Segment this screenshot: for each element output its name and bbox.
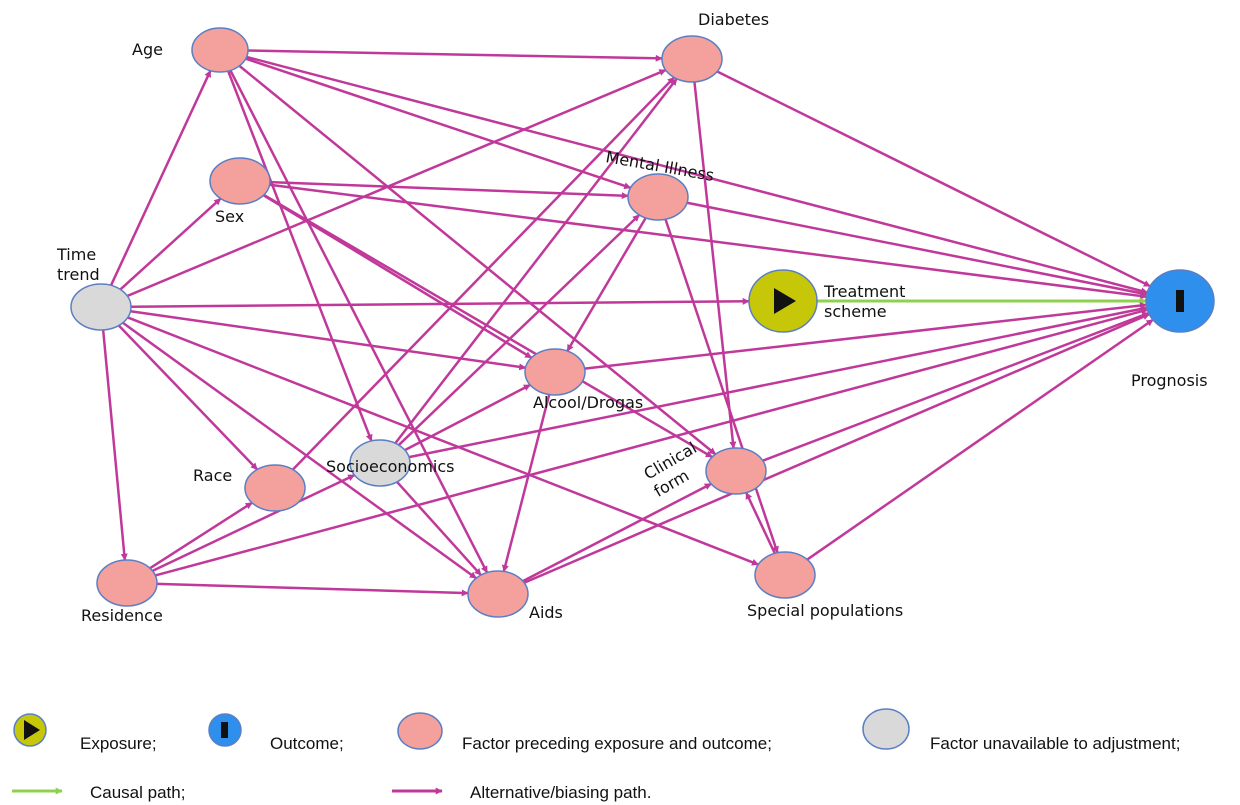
edge-residence-to-aids <box>156 582 469 597</box>
node-residence <box>96 559 158 607</box>
edge-residence-to-race <box>149 501 253 570</box>
node-age <box>191 27 249 73</box>
node-alcool <box>524 348 586 396</box>
node-sex <box>209 157 271 205</box>
legend-causal-label: Causal path; <box>90 783 185 802</box>
edge-special-to-clinical <box>745 491 776 554</box>
edge-age-to-clinical <box>238 64 717 456</box>
node-label-aids: Aids <box>529 603 563 622</box>
edge-time-to-race <box>117 324 259 471</box>
node-label-special: Special populations <box>747 601 903 620</box>
edge-socio-to-alcool <box>404 383 531 452</box>
edge-sex-to-clinical <box>263 193 713 459</box>
legend-unavailable-swatch <box>862 708 910 750</box>
node-mental <box>627 173 689 221</box>
node-clinical <box>705 447 767 495</box>
legend-exposure-label: Exposure; <box>80 734 157 753</box>
node-aids <box>467 570 529 618</box>
edges-layer <box>101 49 1154 597</box>
legend-outcome-label: Outcome; <box>270 734 344 753</box>
edge-age-to-socio <box>226 70 373 442</box>
node-special <box>754 551 816 599</box>
edge-time-to-residence <box>101 329 128 561</box>
edge-time-to-treatment <box>130 297 750 308</box>
edge-mental-to-special <box>664 218 779 554</box>
edge-age-to-prognosis <box>246 55 1148 295</box>
bar-icon <box>221 722 228 738</box>
bar-icon <box>1176 290 1184 312</box>
node-label-socio: Socioeconomics <box>326 457 455 476</box>
edge-aids-to-clinical <box>522 482 712 583</box>
edge-socio-to-aids <box>396 481 482 576</box>
nodes-layer <box>70 27 1215 618</box>
play-icon <box>774 288 796 314</box>
node-label-diabetes: Diabetes <box>698 10 769 29</box>
legend: Exposure; Outcome; Factor preceding expo… <box>12 708 1180 802</box>
edge-time-to-aids <box>122 321 477 580</box>
edge-diabetes-to-prognosis <box>716 70 1151 288</box>
node-label-sex: Sex <box>215 207 244 226</box>
node-label-prognosis: Prognosis <box>1131 371 1208 390</box>
edge-mental-to-alcool <box>566 217 647 352</box>
node-label-race: Race <box>193 466 232 485</box>
edge-aids-to-prognosis <box>523 313 1150 584</box>
node-diabetes <box>661 35 723 83</box>
node-label-alcool: Alcool/Drogas <box>533 393 643 412</box>
edge-time-to-age <box>109 70 212 286</box>
edge-time-to-special <box>127 316 759 566</box>
edge-age-to-mental <box>245 57 632 190</box>
play-icon <box>24 720 40 740</box>
edge-sex-to-prognosis <box>269 183 1148 300</box>
edge-mental-to-prognosis <box>686 201 1148 297</box>
edge-time-to-sex <box>119 197 222 291</box>
edge-age-to-aids <box>229 69 489 574</box>
node-label-age: Age <box>132 40 163 59</box>
edge-socio-to-diabetes <box>394 78 678 444</box>
edge-time-to-diabetes <box>126 68 667 298</box>
node-label-residence: Residence <box>81 606 163 625</box>
node-socio <box>349 439 411 487</box>
legend-factor-label: Factor preceding exposure and outcome; <box>462 734 772 753</box>
edge-socio-to-mental <box>397 214 641 446</box>
edge-special-to-prognosis <box>806 318 1154 561</box>
legend-biasing-label: Alternative/biasing path. <box>470 783 651 802</box>
edge-race-to-diabetes <box>292 76 675 471</box>
node-label-clinical: Clinicalform <box>641 438 710 501</box>
edge-diabetes-to-clinical <box>693 81 737 449</box>
legend-unavailable-label: Factor unavailable to adjustment; <box>930 734 1180 753</box>
edge-sex-to-mental <box>269 180 629 200</box>
edge-residence-to-socio <box>151 473 356 573</box>
edge-clinical-to-prognosis <box>762 311 1150 462</box>
edge-alcool-to-prognosis <box>584 302 1147 370</box>
edge-socio-to-prognosis <box>408 305 1148 459</box>
edge-residence-to-prognosis <box>154 307 1149 577</box>
edge-time-to-alcool <box>130 309 527 371</box>
node-race <box>244 464 306 512</box>
edge-age-to-diabetes <box>247 49 663 62</box>
node-time <box>70 283 132 331</box>
edge-sex-to-alcool <box>262 194 533 359</box>
edge-alcool-to-aids <box>501 394 551 573</box>
legend-factor-swatch <box>397 712 443 750</box>
